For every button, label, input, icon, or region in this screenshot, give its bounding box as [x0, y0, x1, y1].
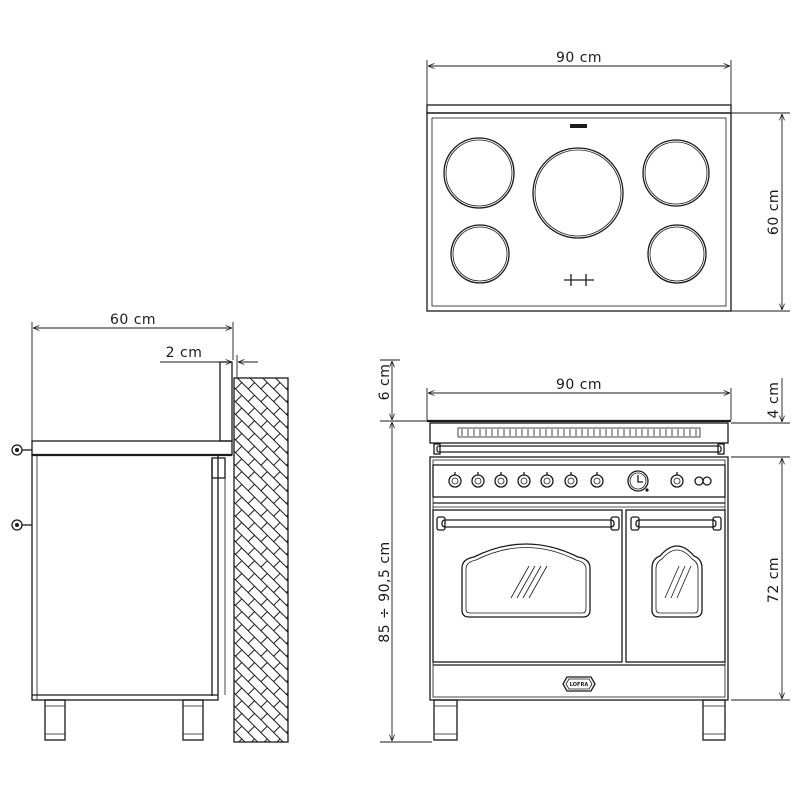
cooking-zone-front-left: [443, 137, 515, 209]
clock-icon: [627, 470, 649, 492]
side-depth-label: 60 cm: [110, 312, 156, 328]
knob-1: [448, 472, 462, 488]
body-height-dimension: 72 cm: [731, 456, 790, 701]
cooking-zone-rear-right: [647, 224, 707, 284]
side-view: 60 cm 2 cm: [11, 312, 289, 743]
main-oven-glare: [510, 565, 548, 599]
control-panel: [432, 464, 726, 498]
side-body: [31, 454, 219, 701]
touch-controls-icon: [564, 274, 594, 286]
knob-8: [670, 472, 684, 488]
side-hinge: [211, 457, 226, 479]
small-oven-glare: [664, 565, 692, 599]
wall-section: [233, 377, 289, 743]
side-foot-front: [44, 699, 66, 741]
knob-4: [517, 472, 531, 488]
side-depth-dimension: 60 cm: [31, 312, 234, 441]
control-knobs: [448, 472, 684, 488]
small-oven-door: [625, 509, 726, 663]
front-width-label: 90 cm: [556, 377, 602, 393]
side-worktop: [31, 440, 233, 456]
knob-5: [540, 472, 554, 488]
main-oven-handle: [436, 516, 620, 531]
top-width-dimension: 90 cm: [426, 50, 732, 106]
top-thickness-dimension: 4 cm: [731, 378, 790, 424]
side-knob-lower: [11, 519, 32, 531]
cooking-zone-rear-left: [450, 224, 510, 284]
hob-logo: [570, 124, 587, 128]
knob-2: [471, 472, 485, 488]
cooking-zone-center: [532, 147, 624, 239]
wall-gap-label: 2 cm: [166, 345, 203, 361]
side-knob-upper: [11, 444, 32, 456]
small-oven-window: [651, 545, 703, 618]
knob-6: [564, 472, 578, 488]
top-view: 90 cm 60 cm: [426, 50, 790, 312]
body-height-label: 72 cm: [766, 557, 782, 603]
main-oven-window: [461, 543, 591, 618]
small-oven-handle: [630, 516, 722, 531]
top-depth-dimension: 60 cm: [731, 112, 790, 312]
front-width-dimension: 90 cm: [426, 377, 732, 420]
hob-glass: [431, 117, 727, 307]
front-foot-right: [702, 699, 726, 741]
top-depth-label: 60 cm: [766, 189, 782, 235]
vent-grille: [457, 427, 701, 438]
side-foot-rear: [182, 699, 204, 741]
hob-backsplash-strip: [426, 104, 732, 114]
top-width-label: 90 cm: [556, 50, 602, 66]
total-height-dimension: 85 ÷ 90,5 cm: [377, 422, 432, 743]
wall-gap-dimension: 2 cm: [160, 345, 258, 378]
backsplash-height-label: 6 cm: [377, 364, 393, 401]
indicator-lights: [694, 476, 712, 486]
top-rail-handle: [433, 443, 725, 455]
hob-outline: [426, 112, 732, 312]
cooking-zone-front-right: [642, 139, 710, 207]
front-body: [429, 456, 729, 701]
front-foot-left: [433, 699, 458, 741]
main-oven-door: [432, 509, 623, 663]
total-height-label: 85 ÷ 90,5 cm: [377, 541, 393, 642]
knob-3: [494, 472, 508, 488]
front-view: 90 cm 6 cm 4 cm 85 ÷ 90,5 cm 72 cm: [377, 359, 790, 743]
top-thickness-label: 4 cm: [766, 382, 782, 419]
front-backsplash: [429, 422, 729, 444]
backsplash-height-dimension: 6 cm: [377, 359, 427, 422]
brand-badge: LOFRA: [562, 676, 596, 692]
side-backsplash: [219, 361, 233, 442]
brand-badge-label: LOFRA: [570, 682, 589, 688]
knob-7: [590, 472, 604, 488]
